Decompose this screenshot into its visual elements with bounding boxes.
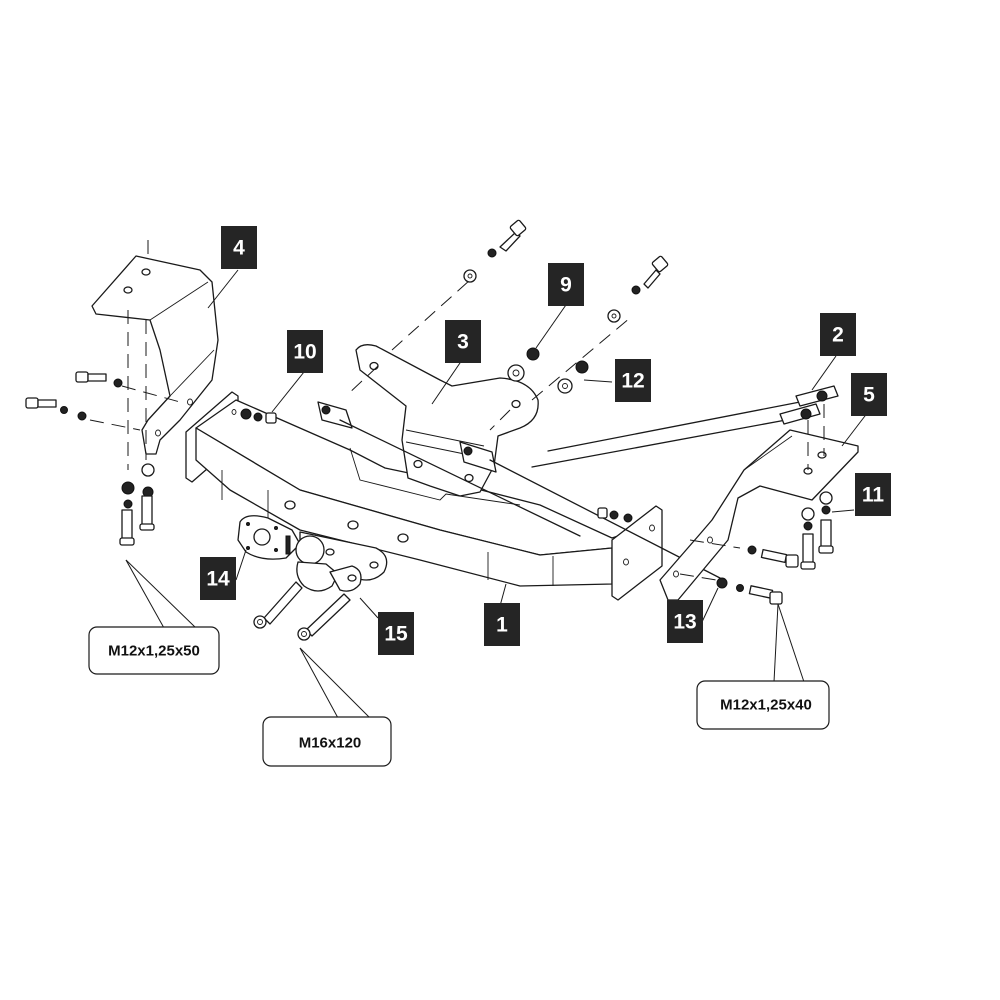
right-bracket-bolts xyxy=(679,491,834,605)
callout-label: 5 xyxy=(863,384,875,407)
nut-and-washers-10 xyxy=(231,408,277,424)
callout-10: 10 xyxy=(287,330,323,373)
center-bracket-upper-bolts xyxy=(463,219,669,323)
spec-label-m16x120: M16x120 xyxy=(262,716,392,767)
callout-11: 11 xyxy=(855,473,891,516)
nut-9 xyxy=(507,347,540,382)
callout-label: 9 xyxy=(560,274,572,297)
left-bracket-bolts xyxy=(25,371,181,546)
callout-label: 15 xyxy=(384,623,408,646)
callout-9: 9 xyxy=(548,263,584,306)
callout-4: 4 xyxy=(221,226,257,269)
callout-15: 15 xyxy=(378,612,414,655)
callout-label: 4 xyxy=(233,237,245,260)
callout-1: 1 xyxy=(484,603,520,646)
callout-label: 10 xyxy=(293,341,316,364)
nut-and-washers-right xyxy=(597,507,633,523)
spec-label-m12x1-25x40: M12x1,25x40 xyxy=(696,680,830,730)
callout-2: 2 xyxy=(820,313,856,356)
callout-label: 11 xyxy=(862,484,885,507)
callout-14: 14 xyxy=(200,557,236,600)
callout-label: 1 xyxy=(496,614,508,637)
callout-5: 5 xyxy=(851,373,887,416)
spec-label-m12x1-25x50: M12x1,25x50 xyxy=(88,626,220,675)
callout-3: 3 xyxy=(445,320,481,363)
callout-label: 2 xyxy=(832,324,844,347)
nut-12 xyxy=(557,360,589,394)
leader-lines xyxy=(125,269,869,719)
spec-text: M16x120 xyxy=(299,735,362,752)
spec-text: M12x1,25x40 xyxy=(720,697,812,714)
callout-label: 14 xyxy=(206,568,230,591)
callout-label: 12 xyxy=(621,370,644,393)
right-side-bracket xyxy=(659,429,859,601)
callout-13: 13 xyxy=(667,600,703,643)
callout-label: 3 xyxy=(457,331,469,354)
center-bracket xyxy=(317,344,539,497)
left-side-bracket xyxy=(91,255,219,455)
tow-ball-assembly xyxy=(237,515,388,641)
spec-text: M12x1,25x50 xyxy=(108,643,200,660)
callout-12: 12 xyxy=(615,359,651,402)
callout-label: 13 xyxy=(673,611,696,634)
